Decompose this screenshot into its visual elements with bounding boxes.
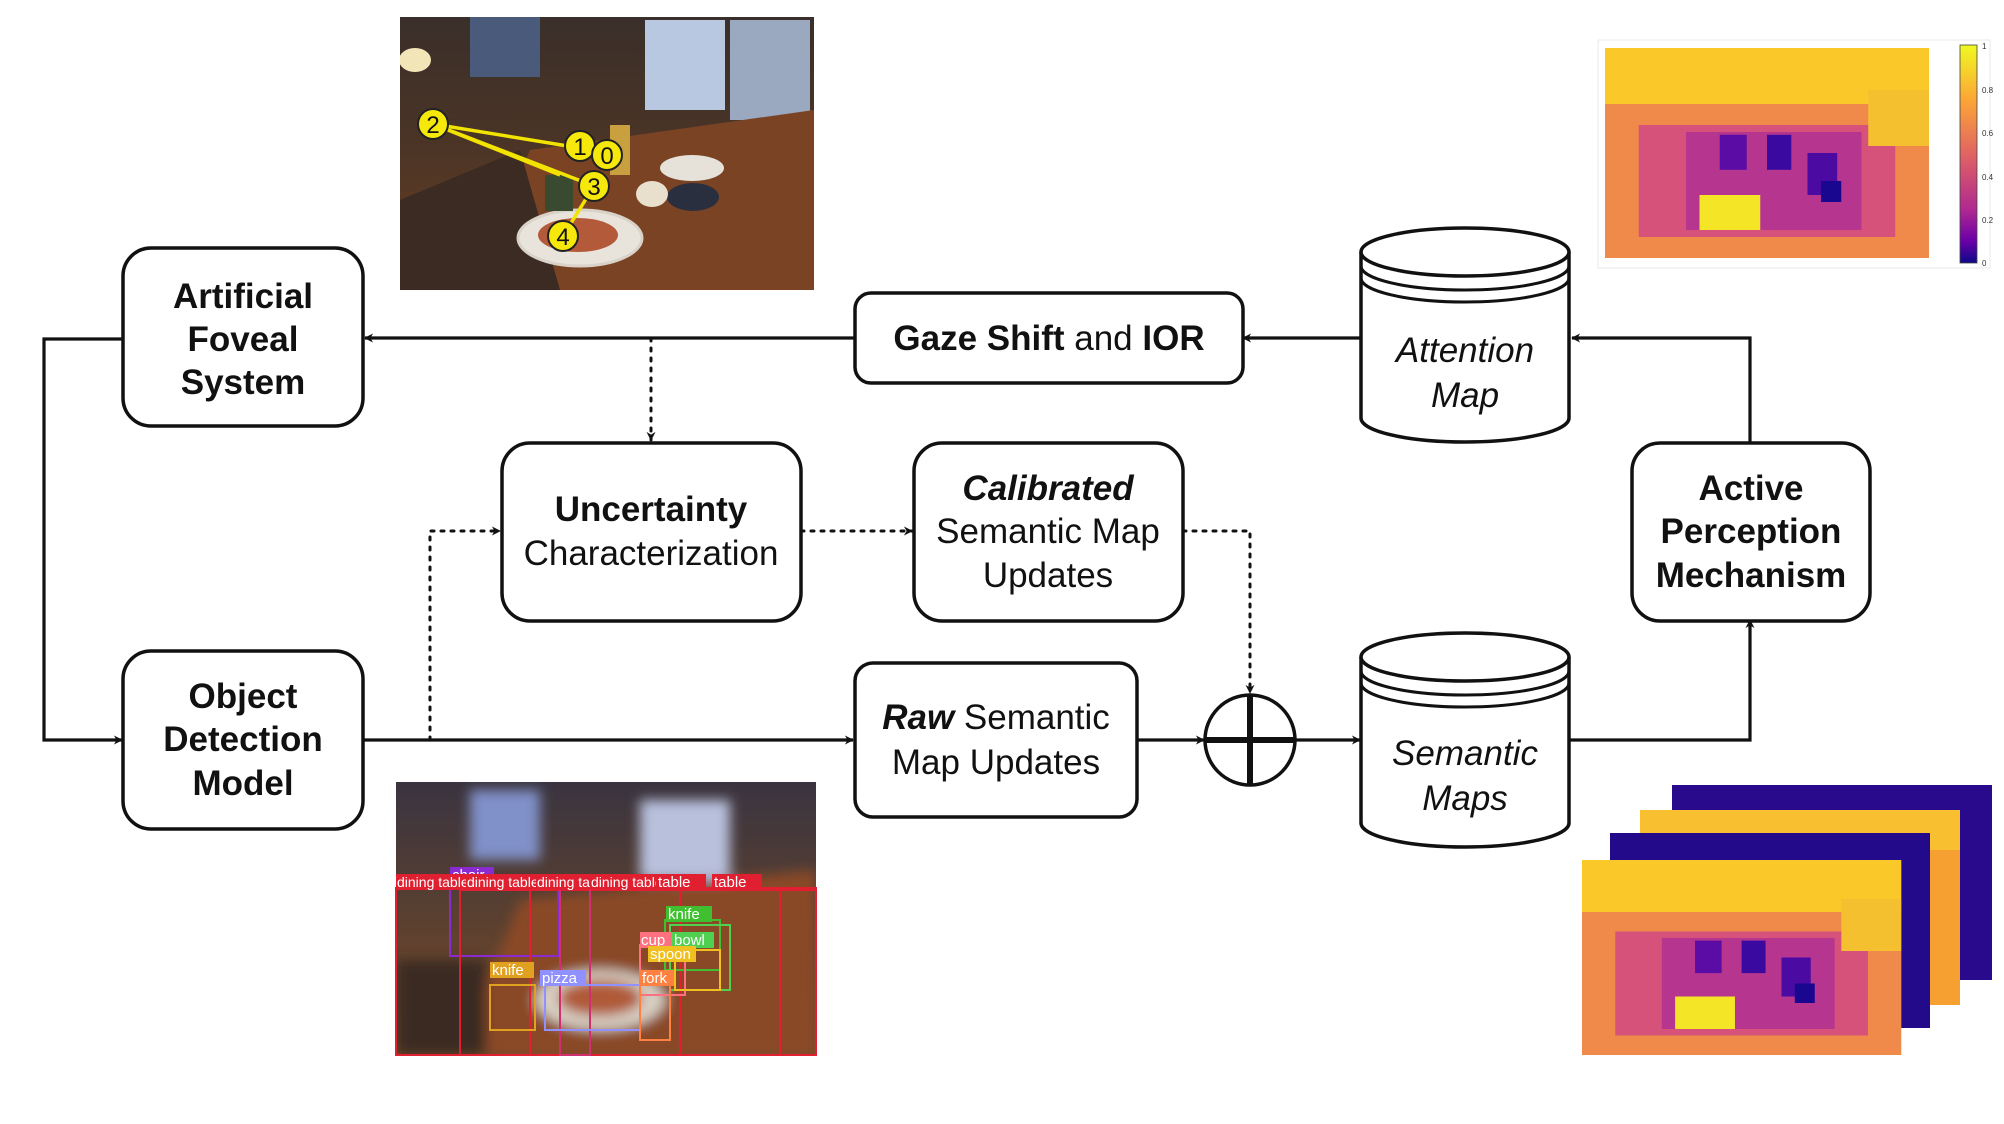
summing-junction <box>1203 693 1297 787</box>
dotted-arrow-detection-to-uncertainty <box>428 526 502 742</box>
semantic-map-layer <box>1582 860 1902 1055</box>
fixation-marker: 0 <box>591 139 623 171</box>
node-label-line: Perception <box>1661 512 1842 551</box>
node-label-line: Foveal <box>188 320 299 359</box>
node-gaze-shift-and-ior: Gaze Shift and IOR <box>853 291 1245 385</box>
detection-label: table <box>656 874 706 891</box>
svg-text:cup: cup <box>641 932 665 949</box>
raw-label-part1: Raw <box>882 698 957 737</box>
node-label-line: Map Updates <box>892 743 1100 782</box>
node-label-line: Updates <box>983 556 1113 595</box>
node-label-line: Uncertainty <box>555 490 748 529</box>
colorbar-tick-label: 0.4 <box>1982 173 1994 182</box>
arrow-foveal-to-detection <box>42 337 123 745</box>
node-active-perception-mechanism: Active Perception Mechanism <box>1630 441 1872 623</box>
node-label-line: Active <box>1698 469 1803 508</box>
node-object-detection-model: Object Detection Model <box>121 649 365 831</box>
detection-label: dining table <box>466 874 539 890</box>
svg-text:knife: knife <box>492 962 524 979</box>
node-attention-map-database: Attention Map <box>1359 226 1571 444</box>
svg-text:spoon: spoon <box>650 946 691 963</box>
svg-text:dining table: dining table <box>467 874 539 890</box>
attention-heatmap: 1 0.8 0.6 0.4 0.2 0 <box>1597 39 1994 269</box>
detection-label: pizza <box>540 970 586 987</box>
svg-text:3: 3 <box>587 174 600 201</box>
detection-label: spoon <box>648 946 696 963</box>
node-calibrated-semantic-map-updates: Calibrated Semantic Map Updates <box>912 441 1185 623</box>
svg-text:1: 1 <box>573 134 586 161</box>
colorbar-tick-label: 0.6 <box>1982 129 1994 138</box>
svg-text:Raw Semantic: Raw Semantic <box>882 698 1110 737</box>
db-label-line: Map <box>1431 376 1499 415</box>
detection-label: table <box>712 874 762 891</box>
detection-label: fork <box>640 970 674 987</box>
svg-text:table: table <box>658 874 691 891</box>
svg-text:2: 2 <box>426 112 439 139</box>
node-label-line: Detection <box>163 720 322 759</box>
colorbar-tick-label: 0 <box>1982 259 1987 268</box>
colorbar-tick-label: 0.8 <box>1982 86 1994 95</box>
detection-label: bowl <box>672 932 714 949</box>
arrow-semantic-maps-to-active <box>1570 619 1755 742</box>
semantic-map-stack <box>1582 785 1992 1055</box>
detection-label: knife <box>666 906 712 923</box>
detection-label: dining table <box>590 874 663 890</box>
arrow-active-to-attention <box>1571 333 1752 443</box>
node-semantic-maps-database: Semantic Maps <box>1359 631 1571 849</box>
svg-text:fork: fork <box>642 970 668 987</box>
detection-label: cup <box>640 932 672 949</box>
raw-label-part2: Semantic <box>954 698 1110 737</box>
gaze-label-part2: and <box>1065 319 1143 358</box>
detection-label: dining table <box>396 874 469 890</box>
fixation-marker: 2 <box>417 108 449 140</box>
svg-text:0: 0 <box>600 143 613 170</box>
node-artificial-foveal-system: Artificial Foveal System <box>121 246 365 428</box>
node-label-line: Artificial <box>173 277 313 316</box>
colorbar <box>1959 44 1978 264</box>
detection-photo: chair dining table dining table dining t… <box>395 782 817 1056</box>
gaze-label-part3: IOR <box>1142 319 1204 358</box>
node-label-line: Calibrated <box>962 469 1134 508</box>
colorbar-tick-label: 0.2 <box>1982 216 1994 225</box>
svg-text:bowl: bowl <box>674 932 705 949</box>
node-label-line: Model <box>192 764 293 803</box>
svg-text:knife: knife <box>668 906 700 923</box>
node-label-line: System <box>181 363 306 402</box>
svg-text:dining table: dining table <box>591 874 663 890</box>
gaze-label-part1: Gaze Shift <box>893 319 1064 358</box>
fixation-marker: 3 <box>578 170 610 202</box>
detection-label: knife <box>490 962 534 979</box>
db-label-line: Maps <box>1422 779 1508 818</box>
svg-text:4: 4 <box>556 224 569 251</box>
db-label-line: Attention <box>1394 331 1534 370</box>
node-label-line: Mechanism <box>1656 556 1847 595</box>
scanpath-photo: 2 1 0 3 4 <box>400 17 814 290</box>
colorbar-tick-label: 1 <box>1982 42 1987 51</box>
dotted-arrow-calibrated-to-sum <box>1181 529 1255 695</box>
db-label-line: Semantic <box>1392 734 1538 773</box>
node-raw-semantic-map-updates: Raw Semantic Map Updates <box>853 661 1139 819</box>
node-label-line: Semantic Map <box>936 512 1160 551</box>
svg-text:Gaze Shift and IOR: Gaze Shift and IOR <box>893 319 1204 358</box>
svg-text:pizza: pizza <box>542 970 578 987</box>
node-label-line: Object <box>189 677 298 716</box>
node-label-line: Characterization <box>524 534 779 573</box>
node-uncertainty-characterization: Uncertainty Characterization <box>500 441 803 623</box>
svg-text:dining table: dining table <box>397 874 469 890</box>
fixation-marker: 4 <box>547 220 579 252</box>
fixation-marker: 1 <box>564 130 596 162</box>
svg-text:table: table <box>714 874 747 891</box>
